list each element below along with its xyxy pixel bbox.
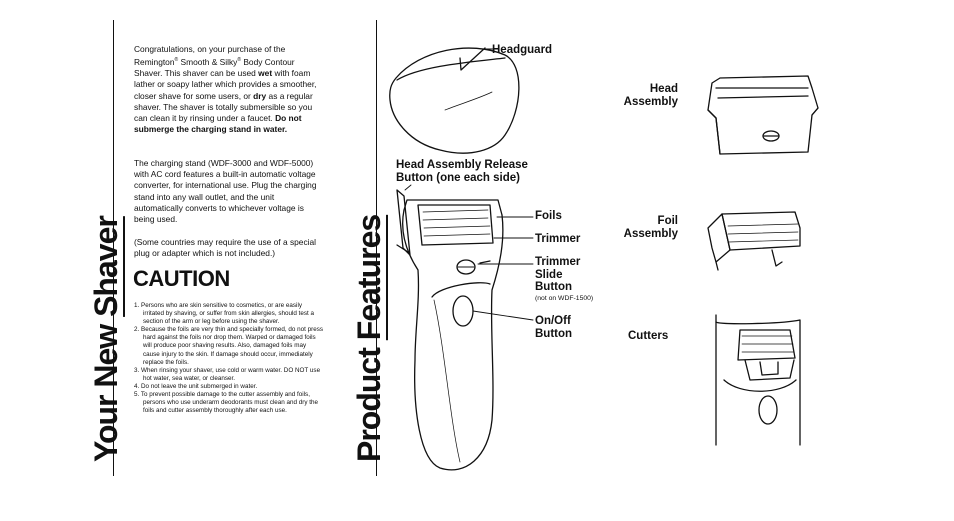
leader-lines [404,48,534,321]
caution-item: 3. When rinsing your shaver, use cold or… [134,366,321,382]
label-cutters: Cutters [628,330,669,342]
label-on-off-button: On/Off Button [535,315,573,340]
headguard-illustration [389,47,520,154]
label-trimmer: Trimmer [535,233,581,245]
label-foil-assembly: Foil Assembly [623,215,678,240]
label-trimmer-slide-button: Trimmer Slide Button (not on WDF-1500) [535,256,594,302]
head-assembly-illustration [707,75,819,155]
caution-item: 4. Do not leave the unit submerged in wa… [134,382,258,390]
caution-item: 2. Because the foils are very thin and s… [134,326,324,366]
right-page-divider [376,20,378,476]
caution-heading: CAUTION [133,266,230,291]
left-page-divider [113,20,115,476]
intro-paragraph-1: Congratulations, on your purchase of the… [134,44,317,135]
cutters-illustration [715,314,801,446]
caution-list: 1. Persons who are skin sensitive to cos… [134,302,324,415]
caution-item: 1. Persons who are skin sensitive to cos… [134,302,315,326]
intro-paragraph-3: (Some countries may require the use of a… [134,237,317,259]
label-foils: Foils [535,210,562,222]
trimmer-slide-note: (not on WDF-1500) [535,294,594,302]
label-headguard: Headguard [492,44,553,56]
label-head-assembly: Head Assembly [623,83,678,108]
foil-assembly-illustration [707,211,801,271]
intro-paragraph-2: The charging stand (WDF-3000 and WDF-500… [134,158,317,225]
caution-item: 5. To prevent possible damage to the cut… [134,391,319,415]
shaver-illustration [396,189,504,471]
label-head-assembly-release-button: Head Assembly Release Button (one each s… [396,159,528,184]
